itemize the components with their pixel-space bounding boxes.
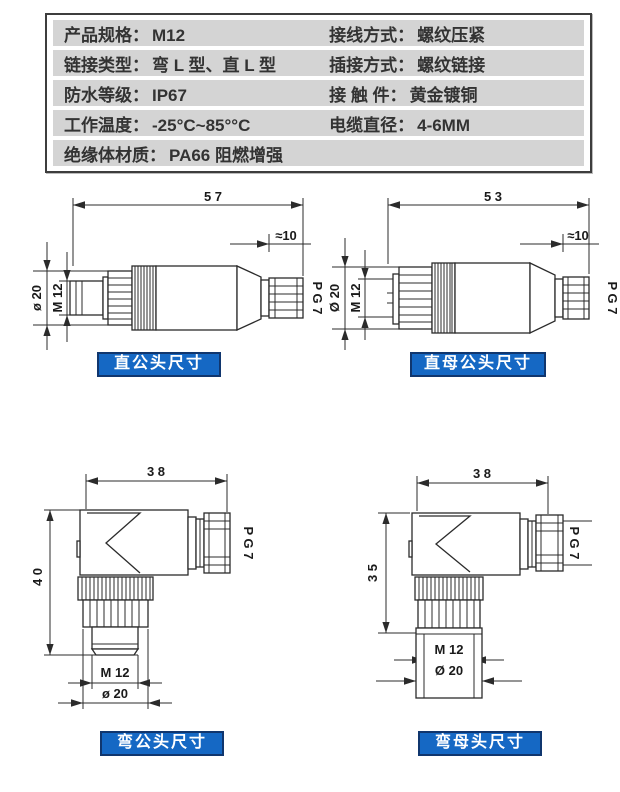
spec-label: 接 触 件： xyxy=(329,85,407,105)
spec-row: 链接类型：弯 L 型、直 L 型 插接方式：螺纹链接 xyxy=(53,50,584,76)
angled-female-drawing: 3 8 3 5 M 12 Ø 20 P G 7 xyxy=(365,466,592,699)
dim-gland-length: ≈10 xyxy=(275,228,297,243)
dim-width: 3 8 xyxy=(473,466,491,481)
spec-label: 绝缘体材质： xyxy=(64,145,166,165)
spec-label: 产品规格： xyxy=(64,25,149,45)
straight-male-drawing: 5 7 ≈10 ø 20 M 12 P G 7 xyxy=(29,190,325,350)
gland-label: P G 7 xyxy=(310,281,325,314)
spec-label: 插接方式： xyxy=(329,55,415,75)
dim-overall-length: 5 7 xyxy=(204,190,222,204)
spec-value: 弯 L 型、直 L 型 xyxy=(152,55,277,75)
spec-value: IP67 xyxy=(152,85,187,105)
angled-male-drawing: 3 8 4 0 M 12 ø 20 P G 7 xyxy=(30,464,256,709)
spec-label: 防水等级： xyxy=(64,85,149,105)
gland-label: P G 7 xyxy=(567,526,582,559)
caption-angled-female: 弯母头尺寸 xyxy=(418,731,542,756)
spec-table: 产品规格：M12 接线方式：螺纹压紧 链接类型：弯 L 型、直 L 型 插接方式… xyxy=(45,13,592,173)
dim-width: 3 8 xyxy=(147,464,165,479)
spec-label: 接线方式： xyxy=(329,25,415,45)
dim-height: 4 0 xyxy=(30,568,45,586)
spec-row: 防水等级：IP67 接 触 件：黄金镀铜 xyxy=(53,80,584,106)
spec-row: 产品规格：M12 接线方式：螺纹压紧 xyxy=(53,20,584,46)
spec-label: 工作温度： xyxy=(64,115,149,135)
caption-angled-male: 弯公头尺寸 xyxy=(100,731,224,756)
spec-row: 绝缘体材质：PA66 阻燃增强 xyxy=(53,140,584,166)
dim-outer-diameter: ø 20 xyxy=(29,285,44,311)
spec-value: -25°C~85°°C xyxy=(152,115,251,135)
spec-label: 电缆直径： xyxy=(329,115,415,135)
spec-value: 黄金镀铜 xyxy=(409,85,478,105)
dim-outer-diameter: Ø 20 xyxy=(435,663,463,678)
spec-value: 螺纹链接 xyxy=(417,55,486,75)
dim-outer-diameter: ø 20 xyxy=(102,686,128,701)
spec-label: 链接类型： xyxy=(64,55,149,75)
dim-thread: M 12 xyxy=(50,284,65,313)
gland-label: P G 7 xyxy=(605,281,620,314)
spec-value: PA66 阻燃增强 xyxy=(169,145,283,165)
spec-value: 4-6MM xyxy=(417,115,471,135)
dim-gland-length: ≈10 xyxy=(567,228,589,243)
caption-straight-female: 直母公头尺寸 xyxy=(410,352,546,377)
caption-straight-male: 直公头尺寸 xyxy=(97,352,221,377)
dim-height: 3 5 xyxy=(365,564,380,582)
dim-overall-length: 5 3 xyxy=(484,190,502,204)
dim-thread: M 12 xyxy=(101,665,130,680)
spec-row: 工作温度：-25°C~85°°C 电缆直径：4-6MM xyxy=(53,110,584,136)
dim-thread: M 12 xyxy=(348,284,363,313)
dim-outer-diameter: Ø 20 xyxy=(327,284,342,312)
straight-female-drawing: 5 3 ≈10 Ø 20 M 12 P G 7 xyxy=(327,190,620,350)
dim-thread: M 12 xyxy=(435,642,464,657)
spec-value: 螺纹压紧 xyxy=(417,25,486,45)
gland-label: P G 7 xyxy=(241,526,256,559)
spec-value: M12 xyxy=(152,25,186,45)
